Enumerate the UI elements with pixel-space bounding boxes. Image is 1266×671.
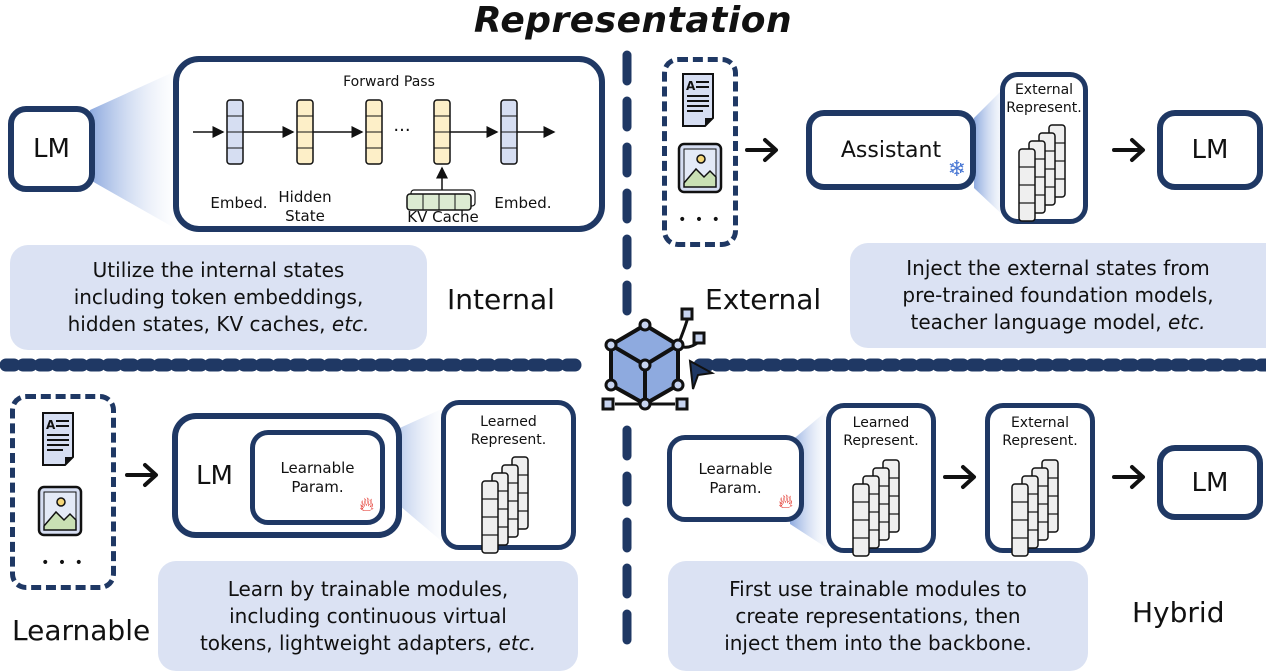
hybrid-label: Hybrid: [1132, 596, 1225, 629]
svg-text:A: A: [686, 79, 696, 93]
internal-label: Internal: [447, 283, 555, 316]
embed-vector-2: [500, 99, 518, 165]
zoom-wedge-internal: [90, 70, 178, 230]
quadrant-dividers: [0, 50, 1266, 662]
fire-icon: 🔥︎: [359, 492, 374, 516]
internal-description: Utilize the internal states including to…: [10, 245, 427, 350]
zoom-wedge-external: [974, 84, 1008, 220]
learned-represent-box: Learned Represent.: [441, 400, 576, 554]
stage-label-embed-out: Embed.: [494, 194, 552, 212]
diagram-title: Representation: [473, 0, 793, 41]
learnable-input-group: A • • •: [10, 394, 116, 590]
representation-column: [852, 483, 870, 557]
param-label: Learnable Param.: [698, 459, 773, 497]
assistant-box: Assistant ❄: [806, 110, 976, 190]
ellipsis: ···: [393, 120, 410, 141]
representation-stack-icon: [852, 459, 900, 557]
document-icon: A: [42, 412, 74, 466]
external-lm-box: LM: [1157, 110, 1263, 190]
learnable-label: Learnable: [12, 614, 151, 647]
learnable-description: Learn by trainable modules, including co…: [158, 561, 578, 671]
hidden-vector-3: [433, 99, 451, 165]
learnable-param-box: Learnable Param. 🔥︎: [250, 430, 385, 525]
assistant-label: Assistant: [840, 137, 942, 163]
external-input-group: A • • •: [662, 57, 738, 247]
external-represent-box: External Represent.: [1000, 72, 1088, 224]
representation-column: [481, 480, 499, 554]
hidden-vector-1: [296, 99, 314, 165]
fire-icon: 🔥︎: [778, 489, 793, 513]
representation-stack-icon: [1011, 459, 1059, 557]
arrow-right-icon: [1112, 138, 1145, 162]
hybrid-description: First use trainable modules to create re…: [668, 561, 1088, 671]
embed-vector-1: [226, 99, 244, 165]
hybrid-learned-represent-box: Learned Represent.: [826, 403, 936, 557]
hybrid-param-box: Learnable Param. 🔥︎: [667, 435, 804, 522]
snowflake-icon: ❄: [947, 157, 966, 182]
ellipsis-icon: • • •: [41, 555, 85, 571]
forward-pass-graphic: ···: [193, 99, 556, 211]
image-icon: [37, 485, 83, 537]
representation-column: [1018, 148, 1036, 222]
svg-text:A: A: [46, 418, 56, 432]
hybrid-external-represent-box: External Represent.: [985, 403, 1095, 557]
external-label: External: [705, 283, 822, 316]
learned-represent-label: Learned Represent.: [843, 415, 919, 449]
external-represent-label: External Represent.: [1006, 82, 1082, 116]
internal-lm-box: LM: [8, 106, 95, 192]
arrow-right-icon: [943, 465, 976, 489]
kv-cache-block: [406, 189, 476, 211]
forward-pass-label: Forward Pass: [343, 74, 435, 90]
stage-label-hidden-state: Hidden State: [278, 188, 332, 225]
forward-pass-panel: Forward Pass ··· Embed. Hidden State KV …: [173, 56, 605, 232]
representation-stack-icon: [1018, 124, 1066, 222]
lm-label: LM: [33, 134, 70, 164]
arrow-right-icon: [125, 463, 158, 487]
external-represent-label: External Represent.: [1002, 415, 1078, 449]
arrow-right-icon: [745, 138, 778, 162]
image-icon: [677, 142, 723, 194]
lm-label: LM: [1191, 135, 1229, 165]
lm-label: LM: [196, 460, 233, 491]
hidden-vector-2: [365, 99, 383, 165]
external-description: Inject the external states from pre-trai…: [850, 243, 1266, 348]
document-icon: A: [682, 73, 714, 127]
cube-network-icon: [601, 307, 716, 411]
stage-label-embed-in: Embed.: [210, 194, 268, 212]
arrow-right-icon: [1112, 465, 1145, 489]
param-label: Learnable Param.: [280, 458, 355, 496]
ellipsis-icon: • • •: [678, 212, 722, 228]
lm-label: LM: [1191, 467, 1229, 498]
representation-column: [1011, 483, 1029, 557]
hybrid-lm-box: LM: [1157, 445, 1263, 520]
representation-stack-icon: [481, 456, 529, 554]
learned-represent-label: Learned Represent.: [470, 414, 547, 448]
stage-label-kv-cache: KV Cache: [407, 208, 479, 226]
